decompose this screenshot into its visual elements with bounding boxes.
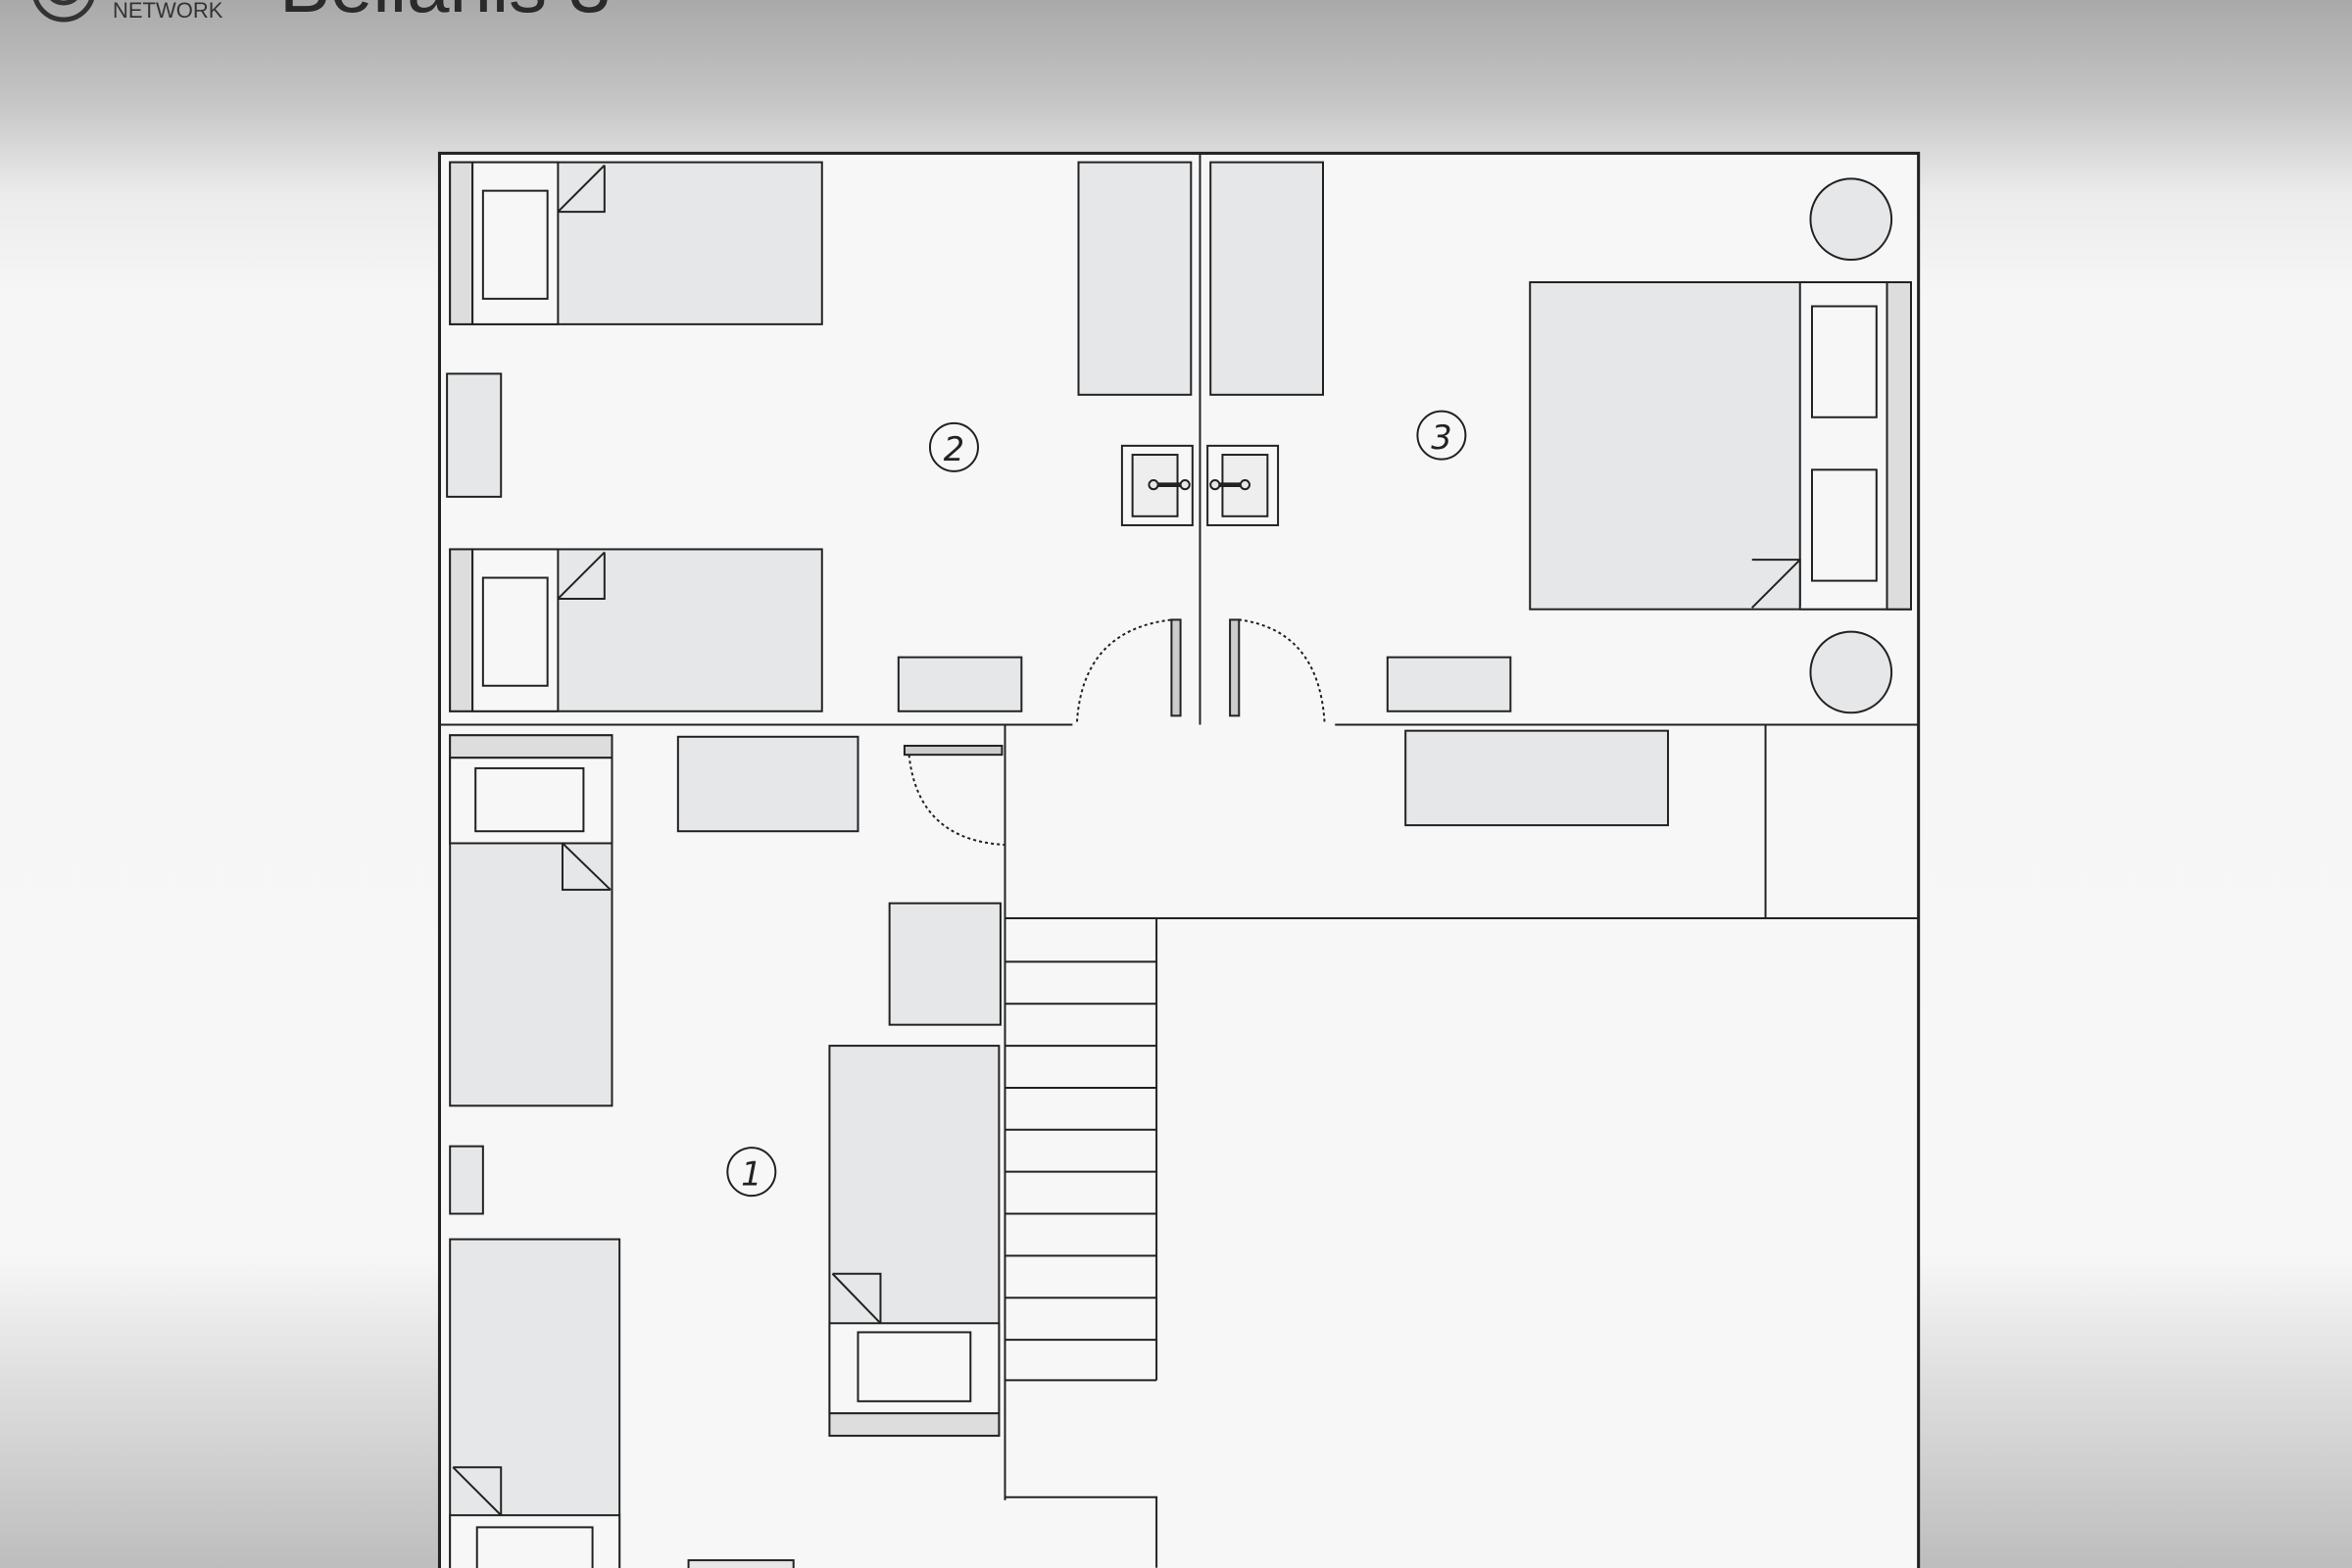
room-label-3: 3 (1416, 410, 1467, 461)
room-labels: 1 2 3 (726, 410, 1467, 1198)
sink (1206, 444, 1280, 526)
shelf (687, 1559, 795, 1568)
bed-single (449, 1238, 621, 1568)
bed-single (828, 1045, 1001, 1438)
desk (676, 735, 859, 833)
svg-text:3: 3 (1431, 418, 1451, 457)
nightstand (446, 372, 503, 498)
furniture (446, 161, 1912, 1568)
wardrobe (1077, 161, 1193, 396)
round-table (1809, 177, 1893, 262)
brand-logo-icon (33, 0, 94, 23)
bed-double (1529, 281, 1912, 611)
staircase (1004, 960, 1157, 1382)
brand-name: NETWORK (113, 0, 223, 23)
header: NETWORK Bellanis 3 (0, 0, 2352, 39)
cabinet (888, 902, 1002, 1026)
room-label-1: 1 (726, 1147, 777, 1198)
sink (1120, 444, 1194, 526)
svg-text:2: 2 (944, 430, 964, 468)
bed-single (449, 161, 823, 325)
desk (897, 656, 1023, 712)
doors (903, 618, 1326, 846)
bed-single (449, 734, 613, 1107)
page-title: Bellanis 3 (279, 0, 611, 30)
desk (1386, 656, 1512, 712)
nightstand (449, 1145, 484, 1215)
wardrobe (1209, 161, 1324, 396)
bed-single (449, 548, 823, 712)
cabinet (1404, 729, 1670, 827)
round-table (1809, 630, 1893, 714)
svg-text:1: 1 (741, 1154, 761, 1193)
room-label-2: 2 (928, 421, 979, 472)
